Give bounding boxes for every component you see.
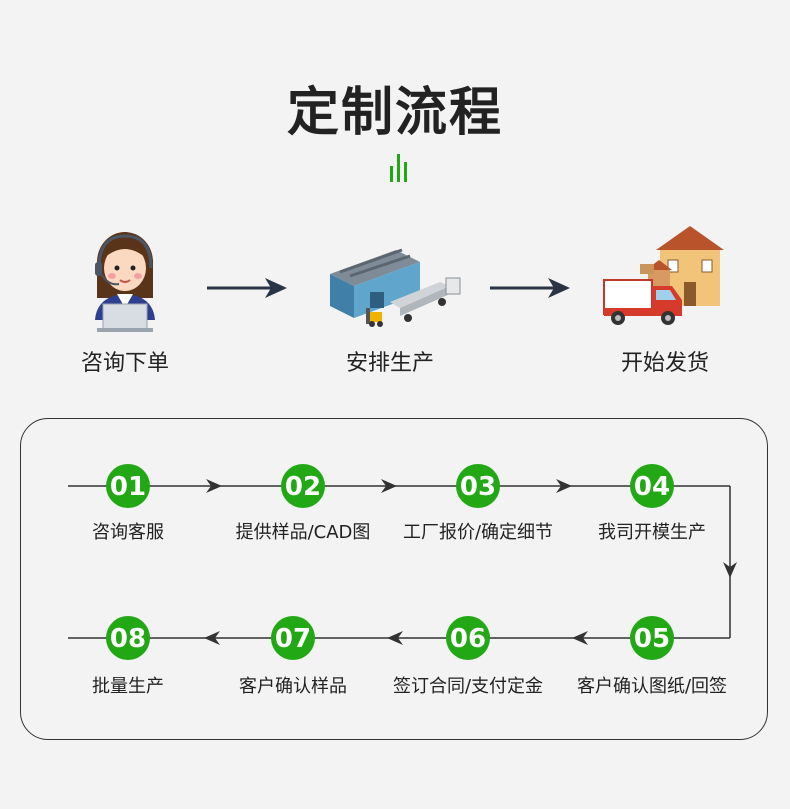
top-step-consult <box>35 220 215 340</box>
step-circle <box>446 616 490 660</box>
step-circle <box>271 616 315 660</box>
arrow-right-icon <box>207 278 287 298</box>
step-number: 03 <box>460 472 496 502</box>
step-label: 签订合同/支付定金 <box>392 676 544 697</box>
arrow-right-icon <box>556 479 572 493</box>
arrow-left-icon <box>572 631 588 645</box>
arrow-left-icon <box>204 631 220 645</box>
arrow-right-icon <box>381 479 397 493</box>
step-number: 02 <box>285 472 321 502</box>
top-step-label: 安排生产 <box>345 351 434 376</box>
process-flow-panel <box>20 418 768 740</box>
step-number: 08 <box>110 624 146 654</box>
step-label: 客户确认样品 <box>239 676 347 697</box>
step-circle <box>106 616 150 660</box>
step-label: 客户确认图纸/回签 <box>576 676 728 697</box>
step-number: 04 <box>634 472 670 502</box>
factory-icon <box>330 248 461 327</box>
bars-icon <box>390 154 407 182</box>
step-label: 工厂报价/确定细节 <box>402 522 554 543</box>
page-title: 定制流程 <box>286 83 503 143</box>
arrow-right-icon <box>206 479 222 493</box>
step-label: 提供样品/CAD图 <box>235 522 371 543</box>
step-number: 01 <box>110 472 146 502</box>
step-circle <box>281 464 325 508</box>
arrow-left-icon <box>387 631 403 645</box>
top-step-label: 开始发货 <box>620 351 709 376</box>
step-label: 批量生产 <box>92 676 164 697</box>
customer-service-icon <box>95 232 155 332</box>
top-step-label: 咨询下单 <box>80 351 169 376</box>
step-number: 07 <box>275 624 311 654</box>
delivery-truck-icon <box>603 226 724 325</box>
step-circle <box>106 464 150 508</box>
top-step-production <box>300 220 480 340</box>
arrow-right-icon <box>490 278 570 298</box>
arrow-down-icon <box>723 562 737 578</box>
step-circle <box>630 464 674 508</box>
step-circle <box>630 616 674 660</box>
top-step-delivery <box>575 220 755 340</box>
step-label: 我司开模生产 <box>598 522 706 543</box>
step-number: 05 <box>634 624 670 654</box>
step-circle <box>456 464 500 508</box>
step-label: 咨询客服 <box>92 522 164 543</box>
step-number: 06 <box>450 624 486 654</box>
